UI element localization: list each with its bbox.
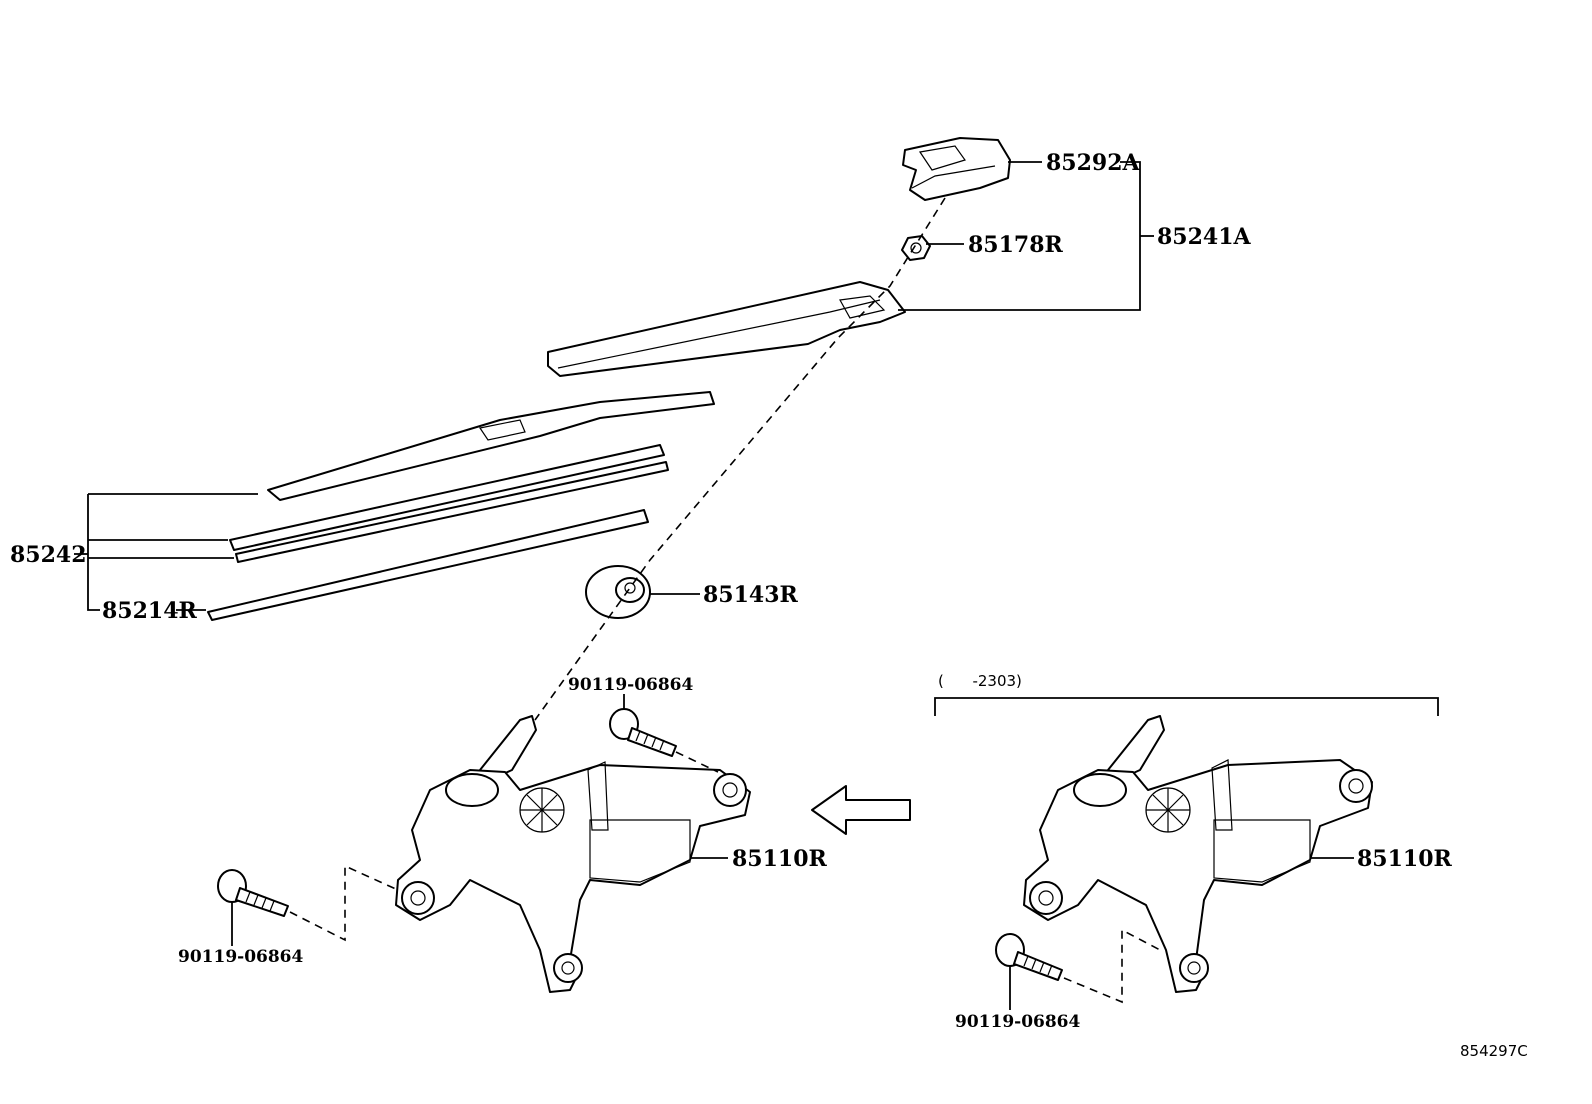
label-bolt-top: 90119-06864 — [568, 675, 694, 695]
arm-cap-part[interactable] — [902, 137, 1011, 201]
wiper-arm-part[interactable] — [547, 281, 906, 377]
bolt-top-part[interactable] — [609, 708, 677, 757]
label-grommet: 85143R — [703, 582, 799, 608]
figure-code: 854297C — [1460, 1042, 1528, 1060]
nut-part[interactable] — [901, 235, 931, 261]
bolt-right-part[interactable] — [995, 933, 1063, 981]
direction-arrow-icon — [811, 785, 911, 835]
label-bolt-left: 90119-06864 — [178, 947, 304, 967]
label-rubber: 85214R — [102, 598, 198, 624]
label-nut: 85178R — [968, 232, 1064, 258]
bolt-left-part[interactable] — [217, 869, 289, 917]
blade-strip-upper[interactable] — [229, 444, 665, 551]
label-bolt-right: 90119-06864 — [955, 1012, 1081, 1032]
wiper-motor-left-part[interactable] — [395, 715, 751, 993]
label-arm-cap: 85292A — [1046, 150, 1141, 176]
wiper-rubber-part[interactable] — [207, 509, 649, 621]
label-motor-left: 85110R — [732, 846, 828, 872]
wiper-blade-part[interactable] — [267, 391, 715, 501]
variant-range-caption: ( -2303) — [938, 672, 1022, 690]
label-blade-assy: 85242 — [10, 542, 87, 568]
wiper-motor-right-part[interactable] — [1023, 715, 1373, 993]
label-arm-assy: 85241A — [1157, 224, 1252, 250]
label-motor-right: 85110R — [1357, 846, 1453, 872]
blade-strip-lower[interactable] — [235, 461, 669, 563]
grommet-part[interactable] — [585, 565, 651, 619]
